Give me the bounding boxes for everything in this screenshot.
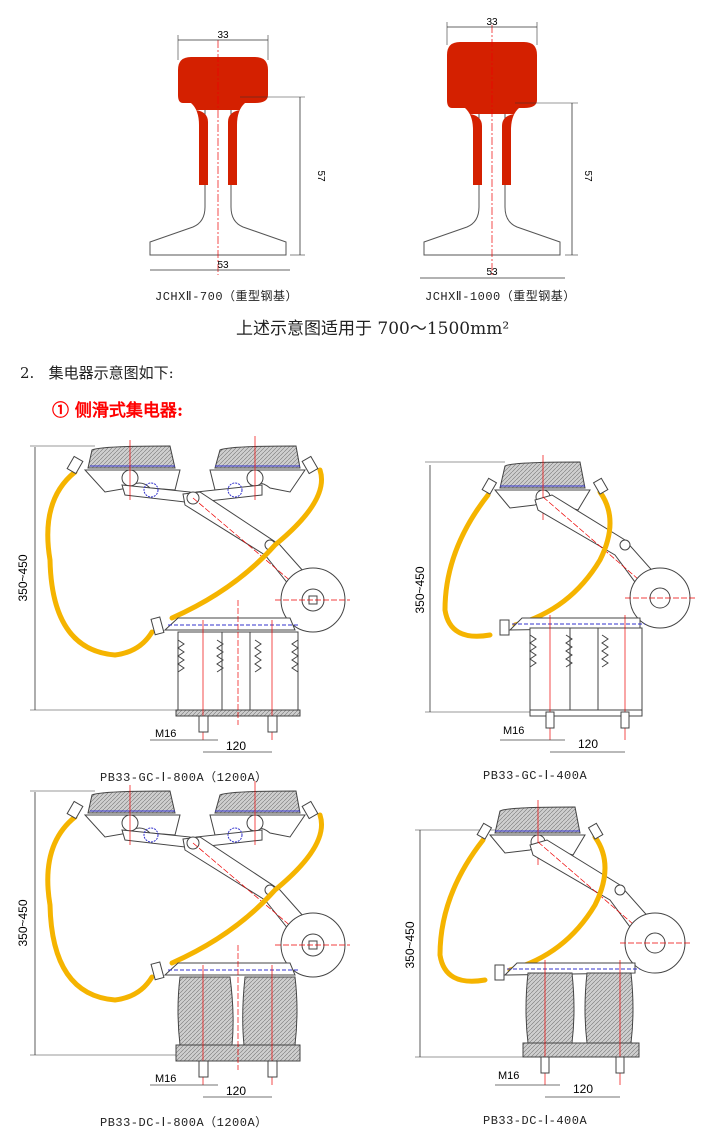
dimension-base-width: 53 [217,260,229,271]
bolt-label: M16 [498,1070,519,1082]
spacing-label: 120 [573,1082,593,1096]
dimension-top-width: 33 [217,30,229,41]
collector-dc-800a: 350~450 M16 120 [16,781,350,1098]
section-title: 集电器示意图如下: [48,364,174,382]
dimension-height: 57 [582,170,593,182]
collector-gc-800a: 350~450 M16 120 [16,436,350,753]
rail-applicability-note: 上述示意图适用于 700～1500mm² [236,319,510,339]
conductor-cap [178,57,268,185]
spacing-label: 120 [226,739,246,753]
subsection-marker: ① [52,401,69,421]
rail-profile-1000: 33 57 53 [420,17,593,279]
bolt-label: M16 [155,728,176,740]
bolt-label: M16 [503,725,524,737]
dimension-top-width: 33 [486,17,498,28]
rail-profile-700: 33 57 53 [149,30,326,275]
collector-caption: PB33-GC-Ⅰ-800A（1200A） [100,771,268,785]
dimension-base-width: 53 [486,267,498,278]
dimension-height: 350~450 [16,554,30,601]
subsection-heading: ① 侧滑式集电器: [52,396,183,421]
section-heading: 2. 集电器示意图如下: [20,362,174,383]
bolt-label: M16 [155,1073,176,1085]
dimension-height: 350~450 [16,899,30,946]
rail-caption-700: JCHXⅡ-700（重型钢基） [155,290,299,304]
collector-dc-400a: 350~450 M16 120 [403,800,690,1098]
collector-caption: PB33-GC-Ⅰ-400A [483,769,588,783]
collector-caption: PB33-DC-Ⅰ-800A（1200A） [100,1116,268,1130]
collector-gc-400a: 350~450 M16 120 [413,455,695,753]
rail-caption-1000: JCHXⅡ-1000（重型钢基） [425,290,576,304]
dimension-height: 350~450 [403,921,417,968]
dimension-height: 57 [315,170,326,182]
spacing-label: 120 [226,1084,246,1098]
section-number: 2. [20,364,35,382]
collector-caption: PB33-DC-Ⅰ-400A [483,1114,588,1128]
spacing-label: 120 [578,737,598,751]
subsection-title: 侧滑式集电器: [74,401,184,421]
dimension-height: 350~450 [413,566,427,613]
